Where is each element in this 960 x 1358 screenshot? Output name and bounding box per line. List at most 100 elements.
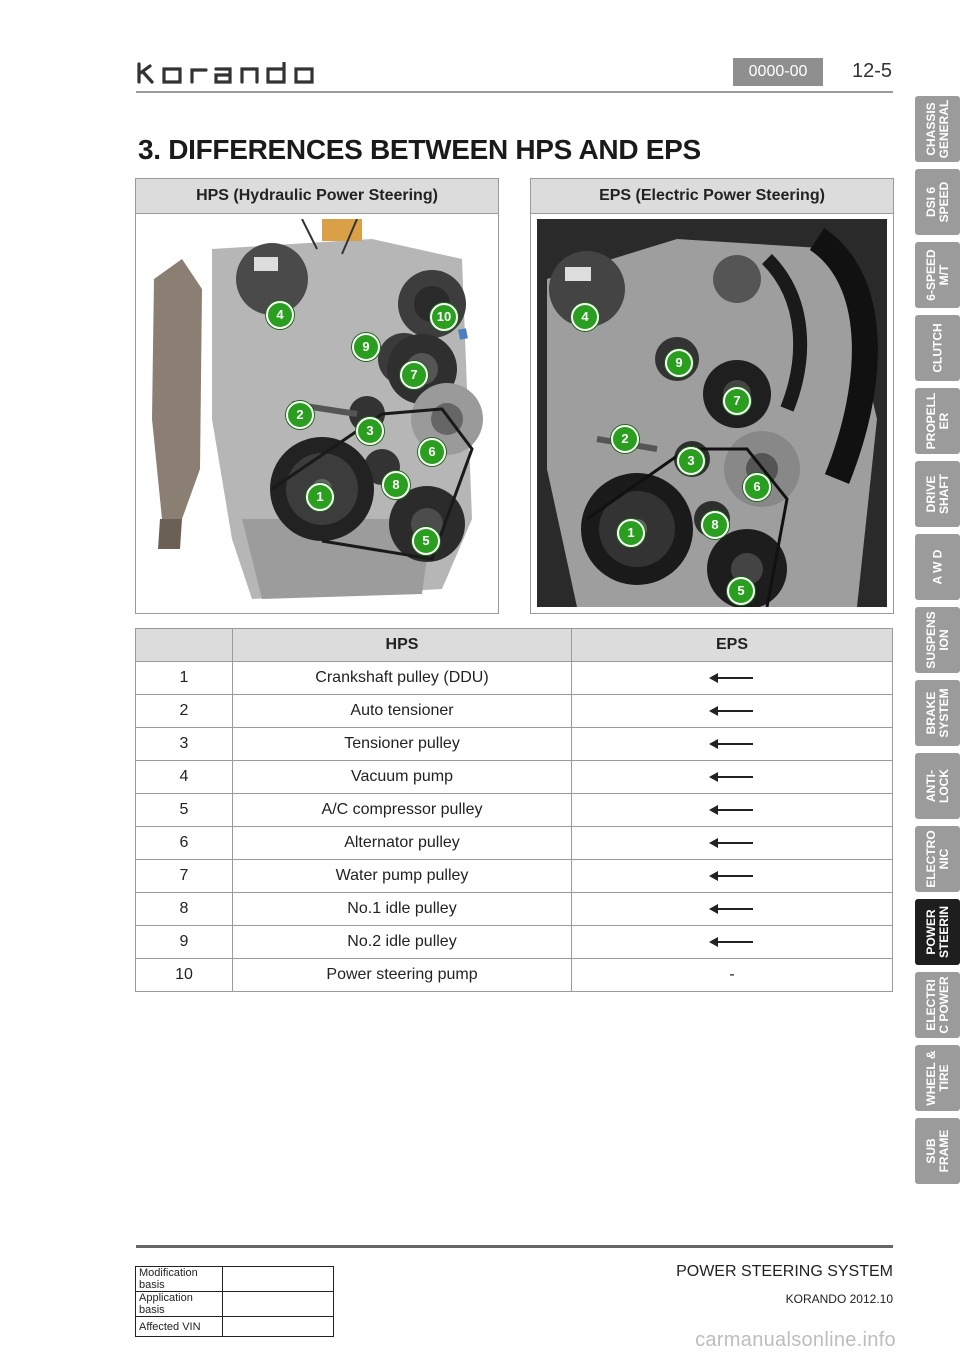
korando-logo [137,62,314,84]
chapter-tab[interactable]: ELECTRI C POWER [915,972,960,1038]
same-as-arrow-icon [709,936,753,947]
chapter-tab[interactable]: DSI 6 SPEED [915,169,960,235]
callout-1: 1 [617,519,645,547]
modification-row: Modification basis [135,1266,334,1292]
section-code: 0000-00 [733,58,823,86]
eps-component [571,694,893,728]
callout-4: 4 [571,303,599,331]
chapter-tab[interactable]: BRAKE SYSTEM [915,680,960,746]
watermark: carmanualsonline.info [695,1329,896,1351]
modification-value [222,1266,334,1292]
eps-panel-title: EPS (Electric Power Steering) [531,179,893,214]
hps-component: No.2 idle pulley [232,925,572,959]
eps-component [571,727,893,761]
hps-panel: HPS (Hydraulic Power Steering) 4 10 [135,178,499,614]
callout-5: 5 [412,527,440,555]
table-header-row: HPS EPS [135,628,893,662]
chapter-tab[interactable]: DRIVE SHAFT [915,461,960,527]
same-as-arrow-icon [709,738,753,749]
chapter-tab-label: SUSPENS ION [923,611,951,669]
same-as-arrow-icon [709,837,753,848]
application-value [222,1291,334,1317]
chapter-tab-label: POWER STEERIN [923,906,951,959]
chapter-tab[interactable]: ANTI- LOCK [915,753,960,819]
eps-component [571,925,893,959]
chapter-tab[interactable]: CHASSIS GENERAL [915,96,960,162]
chapter-tab[interactable]: A W D [915,534,960,600]
eps-component [571,826,893,860]
header-divider [136,91,893,93]
hps-component: Vacuum pump [232,760,572,794]
chapter-tab[interactable]: WHEEL & TIRE [915,1045,960,1111]
callout-3: 3 [356,417,384,445]
eps-component [571,661,893,695]
page-title: 3. DIFFERENCES BETWEEN HPS AND EPS [138,134,701,165]
eps-component [571,892,893,926]
table-header-no [135,628,233,662]
hps-component: Water pump pulley [232,859,572,893]
hps-component: A/C compressor pulley [232,793,572,827]
hps-component: No.1 idle pulley [232,892,572,926]
vin-label: Affected VIN [135,1316,223,1337]
callout-8: 8 [382,471,410,499]
callout-8: 8 [701,511,729,539]
chapter-tab[interactable]: ELECTRO NIC [915,826,960,892]
chapter-tab[interactable]: PROPELL ER [915,388,960,454]
row-number: 6 [135,826,233,860]
callout-5: 5 [727,577,755,605]
row-number: 7 [135,859,233,893]
chapter-tab-label: ELECTRI C POWER [923,976,951,1034]
chapter-tab-label: SUB FRAME [923,1129,951,1173]
row-number: 9 [135,925,233,959]
hps-component: Tensioner pulley [232,727,572,761]
table-header-hps: HPS [232,628,572,662]
row-number: 10 [135,958,233,992]
callout-2: 2 [611,425,639,453]
eps-component [571,859,893,893]
hps-component: Auto tensioner [232,694,572,728]
callout-9: 9 [665,349,693,377]
chapter-tab-label: 6-SPEED M/T [923,249,951,301]
modification-table: Modification basis Application basis Aff… [135,1266,334,1337]
chapter-tab-label: DRIVE SHAFT [923,474,951,514]
chapter-tab[interactable]: SUB FRAME [915,1118,960,1184]
page-number: 12-5 [852,60,893,82]
table-header-eps: EPS [571,628,893,662]
chapter-tab[interactable]: CLUTCH [915,315,960,381]
row-number: 2 [135,694,233,728]
chapter-tab-label: WHEEL & TIRE [923,1050,951,1106]
row-number: 8 [135,892,233,926]
callout-2: 2 [286,401,314,429]
chapter-tab-label: A W D [930,549,944,585]
chapter-tab-label: PROPELL ER [923,392,951,450]
application-row: Application basis [135,1291,334,1317]
callout-9: 9 [352,333,380,361]
eps-component [571,793,893,827]
footer-divider [136,1245,893,1248]
modification-label: Modification basis [135,1266,223,1292]
eps-panel: EPS (Electric Power Steering) 4 9 7 2 3 … [530,178,894,614]
row-number: 5 [135,793,233,827]
row-number: 4 [135,760,233,794]
chapter-tab[interactable]: 6-SPEED M/T [915,242,960,308]
same-as-arrow-icon [709,903,753,914]
application-label: Application basis [135,1291,223,1317]
eps-component [571,760,893,794]
same-as-arrow-icon [709,672,753,683]
hps-component: Power steering pump [232,958,572,992]
same-as-arrow-icon [709,771,753,782]
chapter-tab-label: ANTI- LOCK [923,769,951,803]
callout-6: 6 [743,473,771,501]
same-as-arrow-icon [709,804,753,815]
chapter-tab[interactable]: SUSPENS ION [915,607,960,673]
chapter-tab[interactable]: POWER STEERIN [915,899,960,965]
chapter-tab-label: BRAKE SYSTEM [923,688,951,738]
